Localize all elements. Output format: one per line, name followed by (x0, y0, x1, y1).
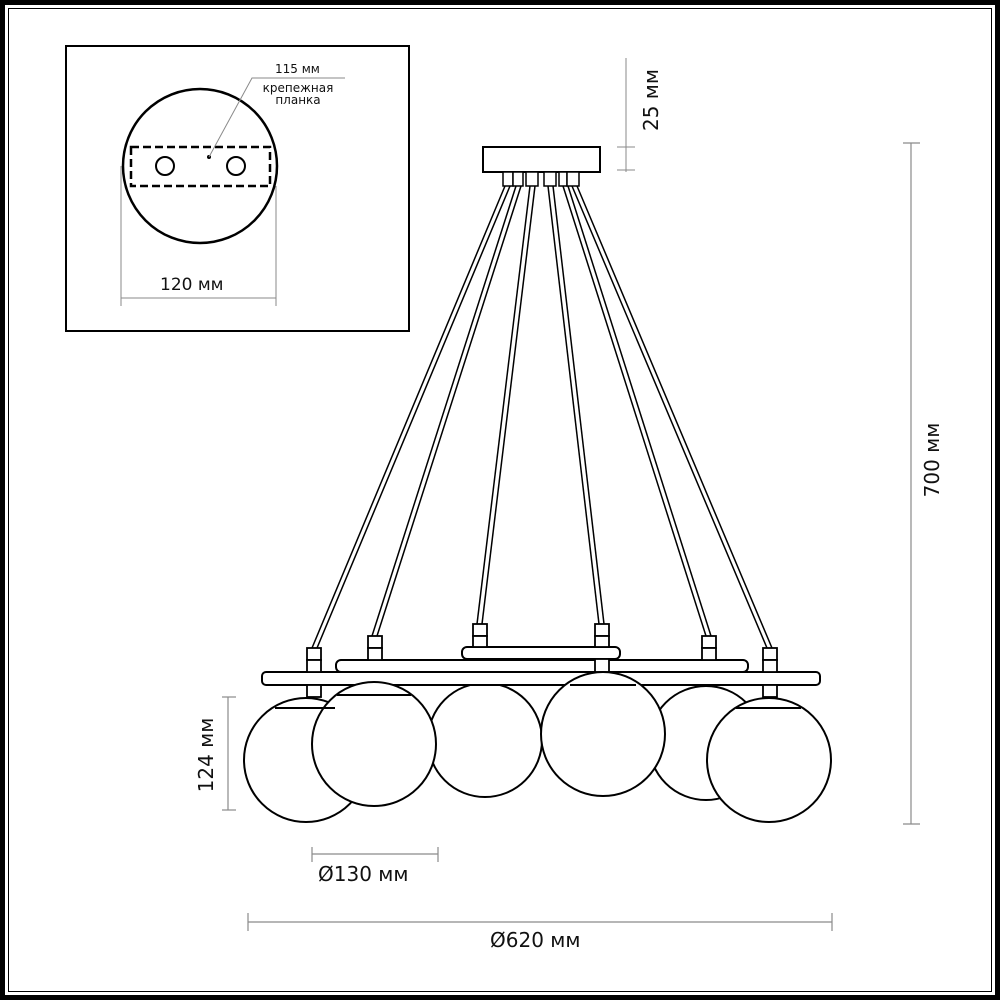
canopy-width-label: 120 мм (160, 275, 224, 295)
inner-frame (8, 8, 992, 992)
shade-diameter-label: Ø130 мм (318, 862, 409, 886)
shade-diameter-dimension (311, 847, 439, 862)
shade-height-label: 124 мм (194, 717, 218, 793)
bar-middle (335, 659, 749, 673)
mount-bracket-label-line1: крепежная (262, 81, 334, 95)
canopy-circle (121, 87, 279, 245)
total-height-dimension (903, 142, 920, 825)
screw-hole-left (155, 156, 175, 176)
mount-bracket-label-line2: планка (275, 93, 321, 107)
shade-height-dimension (222, 696, 236, 811)
globe-shade-3 (427, 682, 543, 798)
leader-line (208, 77, 345, 158)
bar-top (461, 646, 621, 660)
canopy-height-label: 25 мм (639, 69, 663, 131)
canopy-top-view-inset (65, 45, 410, 332)
total-diameter-label: Ø620 мм (490, 928, 581, 952)
globe-shade-2 (311, 681, 437, 807)
total-height-label: 700 мм (920, 422, 944, 498)
mounting-bracket (129, 145, 272, 188)
canopy-height-dimension (617, 58, 635, 172)
horizontal-bars (261, 646, 821, 686)
suspension-rods (311, 185, 773, 649)
screw-hole-right (226, 156, 246, 176)
globe-shades-front (243, 671, 832, 823)
globe-shade-6 (706, 697, 832, 823)
bar-bottom (261, 671, 821, 686)
total-diameter-dimension (247, 913, 833, 931)
globe-shade-4 (540, 671, 666, 797)
bracket-length-label: 115 мм (275, 62, 320, 76)
ceiling-canopy (482, 146, 601, 187)
